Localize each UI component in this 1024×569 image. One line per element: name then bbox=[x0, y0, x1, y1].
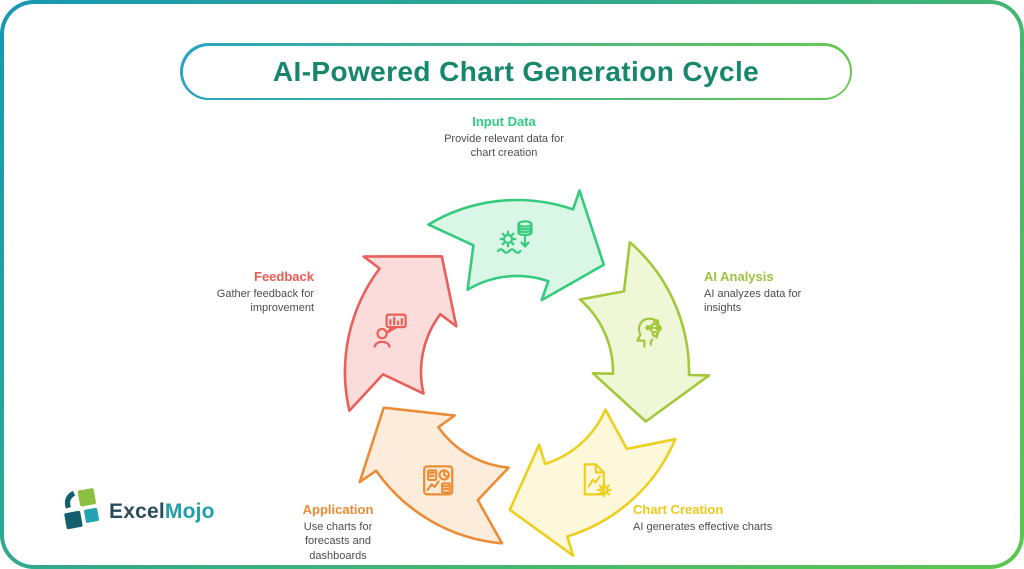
cycle-arrow-input-data bbox=[427, 189, 606, 302]
logo-text-primary: Excel bbox=[109, 500, 165, 523]
step-description: Provide relevant data for chart creation bbox=[444, 132, 564, 160]
cycle-diagram bbox=[343, 189, 711, 557]
ai-head-icon bbox=[636, 317, 662, 348]
logo-text-secondary: Mojo bbox=[164, 500, 215, 523]
step-label-input-data: Input Data Provide relevant data for cha… bbox=[402, 114, 606, 161]
cycle-arrow-chart-creation bbox=[508, 408, 677, 557]
step-label-chart-creation: Chart Creation AI generates effective ch… bbox=[633, 502, 783, 534]
excelmojo-logo: ExcelMojo bbox=[62, 487, 215, 537]
step-label-feedback: Feedback Gather feedback for improvement bbox=[192, 269, 314, 316]
step-title: Chart Creation bbox=[633, 502, 724, 517]
cycle-arrow-ai-analysis bbox=[578, 240, 711, 423]
excelmojo-logo-text: ExcelMojo bbox=[109, 500, 215, 524]
step-title: AI Analysis bbox=[704, 269, 774, 284]
step-title: Input Data bbox=[472, 114, 536, 129]
database-download-icon bbox=[496, 220, 533, 254]
excelmojo-logo-icon bbox=[64, 488, 99, 530]
step-title: Feedback bbox=[254, 269, 314, 284]
step-description: AI generates effective charts bbox=[633, 520, 773, 533]
person-feedback-icon bbox=[373, 313, 407, 348]
title-inner: AI-Powered Chart Generation Cycle bbox=[182, 45, 850, 98]
diagram-canvas: AI-Powered Chart Generation Cycle Input … bbox=[4, 4, 1020, 565]
dashboard-icon bbox=[423, 465, 454, 496]
chart-document-icon bbox=[583, 463, 612, 498]
step-description: Use charts for forecasts and dashboards bbox=[303, 520, 373, 562]
step-label-application: Application Use charts for forecasts and… bbox=[285, 502, 391, 563]
step-description: AI analyzes data for insights bbox=[704, 287, 802, 315]
page-title: AI-Powered Chart Generation Cycle bbox=[272, 55, 760, 87]
title-pill: AI-Powered Chart Generation Cycle bbox=[180, 43, 852, 100]
step-title: Application bbox=[302, 502, 374, 517]
cycle-arrow-feedback bbox=[343, 255, 458, 412]
step-label-ai-analysis: AI Analysis AI analyzes data for insight… bbox=[704, 269, 834, 316]
step-description: Gather feedback for improvement bbox=[216, 287, 314, 315]
